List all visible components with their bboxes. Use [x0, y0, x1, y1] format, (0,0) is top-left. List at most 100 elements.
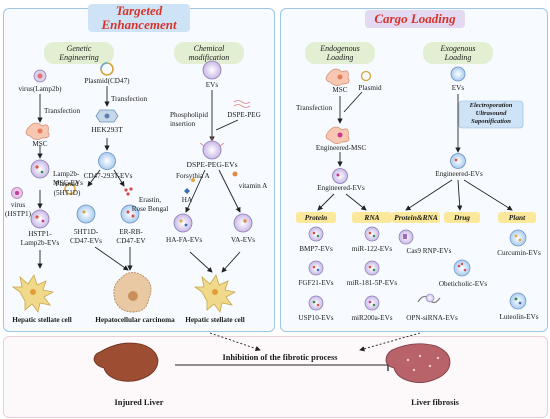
vitamin-a-label: vitamin A	[238, 182, 268, 190]
endogenous-loading-pill: Endogenous Loading	[305, 42, 375, 64]
rna-item-mir200a: miR200a-EVs	[351, 314, 393, 322]
msc-cell-icon-left	[25, 122, 50, 140]
msc-label-left: MSC	[32, 140, 48, 148]
virus-lamp2b-icon	[33, 69, 47, 83]
category-drug: Drug	[444, 212, 480, 223]
lamp2b-msc-evs-label: Lamp2b- MSC-EVs	[53, 170, 83, 187]
evs-label-exogenous: EVs	[451, 84, 465, 92]
protein-rna-item-opn: OPN-siRNA-EVs	[406, 314, 458, 322]
hepatocellular-carcinoma-label: Hepatocellular carcinoma	[95, 316, 175, 324]
5ht1d-cd47-evs-icon	[76, 204, 96, 224]
cargo-title: Cargo Loading	[365, 10, 465, 28]
transfection-label-cargo: Transfection	[296, 104, 333, 112]
hepatic-stellate-cell-label-1: Hepatic stellate cell	[12, 316, 72, 324]
plasmid-5ht1d-label: Plasmid (5HT1D)	[53, 180, 81, 197]
rna-item-mir-122: miR-122-EVs	[351, 245, 393, 253]
plasmid-icon-cargo	[360, 70, 372, 82]
fgf21-evs-icon	[308, 260, 324, 276]
engineered-msc-label: Engineered-MSC	[315, 144, 367, 152]
msc-cell-icon-right	[325, 68, 350, 86]
hstp1-lamp2b-evs-icon	[30, 209, 50, 229]
category-protein-rna: Protein&RNA	[392, 212, 440, 223]
mir-181-5p-evs-icon	[364, 260, 380, 276]
exogenous-loading-pill: Exogenous Loading	[423, 42, 493, 64]
forsythia-a-label: Forsythia A	[176, 172, 210, 180]
plasmid-5ht1d-icon	[64, 183, 76, 195]
luteolin-evs-icon	[509, 292, 527, 310]
category-rna: RNA	[352, 212, 392, 223]
hepatic-stellate-cell-icon-2	[193, 274, 237, 313]
usp10-evs-icon	[308, 295, 324, 311]
er-rb-cd47-ev-icon	[120, 204, 140, 224]
chemical-modification-pill: Chemical modification	[174, 42, 244, 64]
ha-molecule-icon	[184, 188, 190, 194]
drug-item-obeticholic: Obeticholic-EVs	[438, 280, 488, 288]
plant-item-luteolin: Luteolin-EVs	[499, 313, 539, 321]
evs-label-chemical: EVs	[205, 81, 219, 89]
va-evs-icon	[233, 213, 253, 233]
engineered-evs-icon-left	[332, 168, 348, 184]
dspe-peg-label: DSPE-PEG	[227, 111, 261, 119]
hepatic-stellate-cell-icon-1	[11, 274, 55, 313]
injured-liver-icon	[93, 342, 159, 382]
category-protein: Protein	[296, 212, 336, 223]
mir-122-evs-icon	[364, 226, 380, 242]
va-evs-label: VA-EVs	[230, 236, 256, 244]
dspe-peg-evs-icon	[199, 137, 225, 160]
bmp7-evs-icon	[308, 226, 324, 242]
protein-rna-item-cas9: Cas9 RNP-EVs	[406, 247, 452, 255]
cas9-rnp-evs-icon	[398, 229, 414, 245]
erastin-rose-bengal-label: Erastin, Rose Bengal	[131, 196, 169, 213]
hek293t-label: HEK293T	[91, 125, 123, 134]
hstp1-lamp2b-evs-label: HSTP1- Lamp2b-EVs	[20, 230, 60, 247]
liver-fibrosis-icon	[385, 343, 451, 383]
ha-fa-evs-icon	[173, 213, 193, 233]
virus-hstp1-label: virus (HSTP1)	[5, 201, 31, 218]
hepatocellular-carcinoma-icon	[113, 272, 152, 313]
transfection-label-1: Transfection	[44, 107, 81, 115]
category-plant: Plant	[498, 212, 536, 223]
plasmid-cd47-label: Plasmid(CD47)	[84, 77, 130, 85]
methods-box	[458, 100, 524, 129]
evs-icon-chemical	[202, 60, 222, 80]
engineered-msc-icon	[325, 126, 350, 144]
evs-icon-exogenous	[450, 66, 466, 82]
forsythia-a-icon	[191, 178, 195, 182]
transfection-label-2: Transfection	[111, 95, 148, 103]
cd47-293t-evs-label: CD47-293T-EVs	[83, 172, 133, 180]
liver-fibrosis-label: Liver fibrosis	[411, 398, 459, 407]
targeted-title: Targeted Enhancement	[88, 4, 190, 32]
5ht1d-cd47-evs-label: 5HT1D- CD47-EVs	[70, 228, 102, 245]
lamp2b-msc-evs-icon	[30, 159, 50, 179]
erastin-molecule-icon	[124, 187, 133, 196]
engineered-evs-label-left: Engineered-EVs	[317, 184, 365, 192]
methods-label: Electroporation Ultrasound Saponificatio…	[469, 102, 513, 125]
rna-item-mir-181-5p: miR-181-5P-EVs	[346, 279, 398, 287]
hek293t-cell-shape	[95, 109, 119, 123]
dspe-peg-evs-label: DSPE-PEG-EVs	[186, 160, 238, 169]
genetic-engineering-pill: Genetic Engineering	[44, 42, 114, 64]
virus-hstp1-icon	[11, 187, 23, 199]
bottom-panel	[3, 336, 548, 418]
dspe-peg-molecule-icon	[233, 100, 251, 108]
phospholipid-insertion-label: Phospholipid insertion	[170, 111, 208, 128]
plasmid-label-cargo: Plasmid	[358, 84, 382, 92]
mir200a-evs-icon	[364, 295, 380, 311]
virus-lamp2b-label: virus(Lamp2b)	[18, 85, 62, 93]
hepatic-stellate-cell-label-2: Hepatic stellate cell	[185, 316, 245, 324]
plasmid-cd47-icon	[100, 62, 114, 76]
protein-item-bmp7: BMP7-EVs	[299, 245, 333, 253]
ha-fa-evs-label: HA-FA-EVs	[166, 236, 203, 244]
injured-liver-label: Injured Liver	[114, 398, 164, 407]
engineered-evs-icon-right	[450, 153, 466, 169]
protein-item-fgf21: FGF21-EVs	[298, 279, 334, 287]
er-rb-cd47-ev-label: ER-RB- CD47-EV	[116, 228, 146, 245]
protein-item-usp10: USP10-EVs	[298, 314, 334, 322]
msc-label-right: MSC	[332, 86, 348, 94]
cd47-293t-evs-icon	[98, 152, 116, 170]
opn-sirna-evs-icon	[417, 293, 441, 304]
curcumin-evs-icon	[509, 229, 527, 247]
plant-item-curcumin: Curcumin-EVs	[497, 249, 541, 257]
vitamin-a-icon	[232, 171, 238, 177]
